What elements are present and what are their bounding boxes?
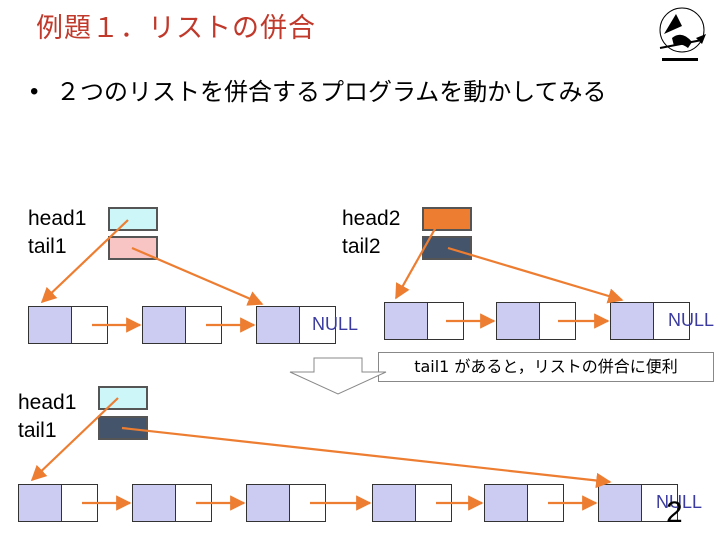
list1-node-3: [256, 306, 336, 344]
tail1-label-bottom: tail1: [18, 419, 57, 442]
head2-pointer-box: [422, 207, 472, 231]
bullet-marker: •: [30, 78, 39, 105]
head2-arrow: [395, 219, 441, 300]
list2-node-3: [610, 302, 690, 340]
merged-node-5: [484, 484, 564, 522]
page-number: 2: [666, 496, 683, 529]
tail2-label: tail2: [342, 235, 381, 258]
merged-node-6: [598, 484, 678, 522]
head1-arrow-bottom: [30, 397, 119, 482]
tail1-callout: tail1 があると，リストの併合に便利: [378, 352, 714, 382]
tail1-arrow-bottom: [121, 426, 612, 489]
tail1-label-top: tail1: [28, 235, 67, 258]
tail1-arrow: [131, 246, 264, 306]
tail2-arrow: [447, 246, 624, 304]
merged-null: NULL: [656, 492, 703, 512]
bullet-point: • ２つのリストを併合するプログラムを動かしてみる: [30, 76, 680, 108]
slide-title: 例題１．リストの併合: [36, 13, 316, 44]
witch-logo-icon: [659, 7, 706, 61]
bullet-text: ２つのリストを併合するプログラムを動かしてみる: [56, 78, 607, 106]
head1-arrow: [40, 219, 129, 304]
head2-label: head2: [342, 207, 401, 230]
list1-null: NULL: [312, 314, 359, 334]
head1-label-top: head1: [28, 207, 87, 230]
head1-pointer-box-bottom: [98, 386, 148, 410]
head1-label-bottom: head1: [18, 391, 77, 414]
down-arrow-icon: [289, 357, 387, 395]
list2-null: NULL: [668, 310, 715, 330]
head1-pointer-box: [108, 207, 158, 231]
